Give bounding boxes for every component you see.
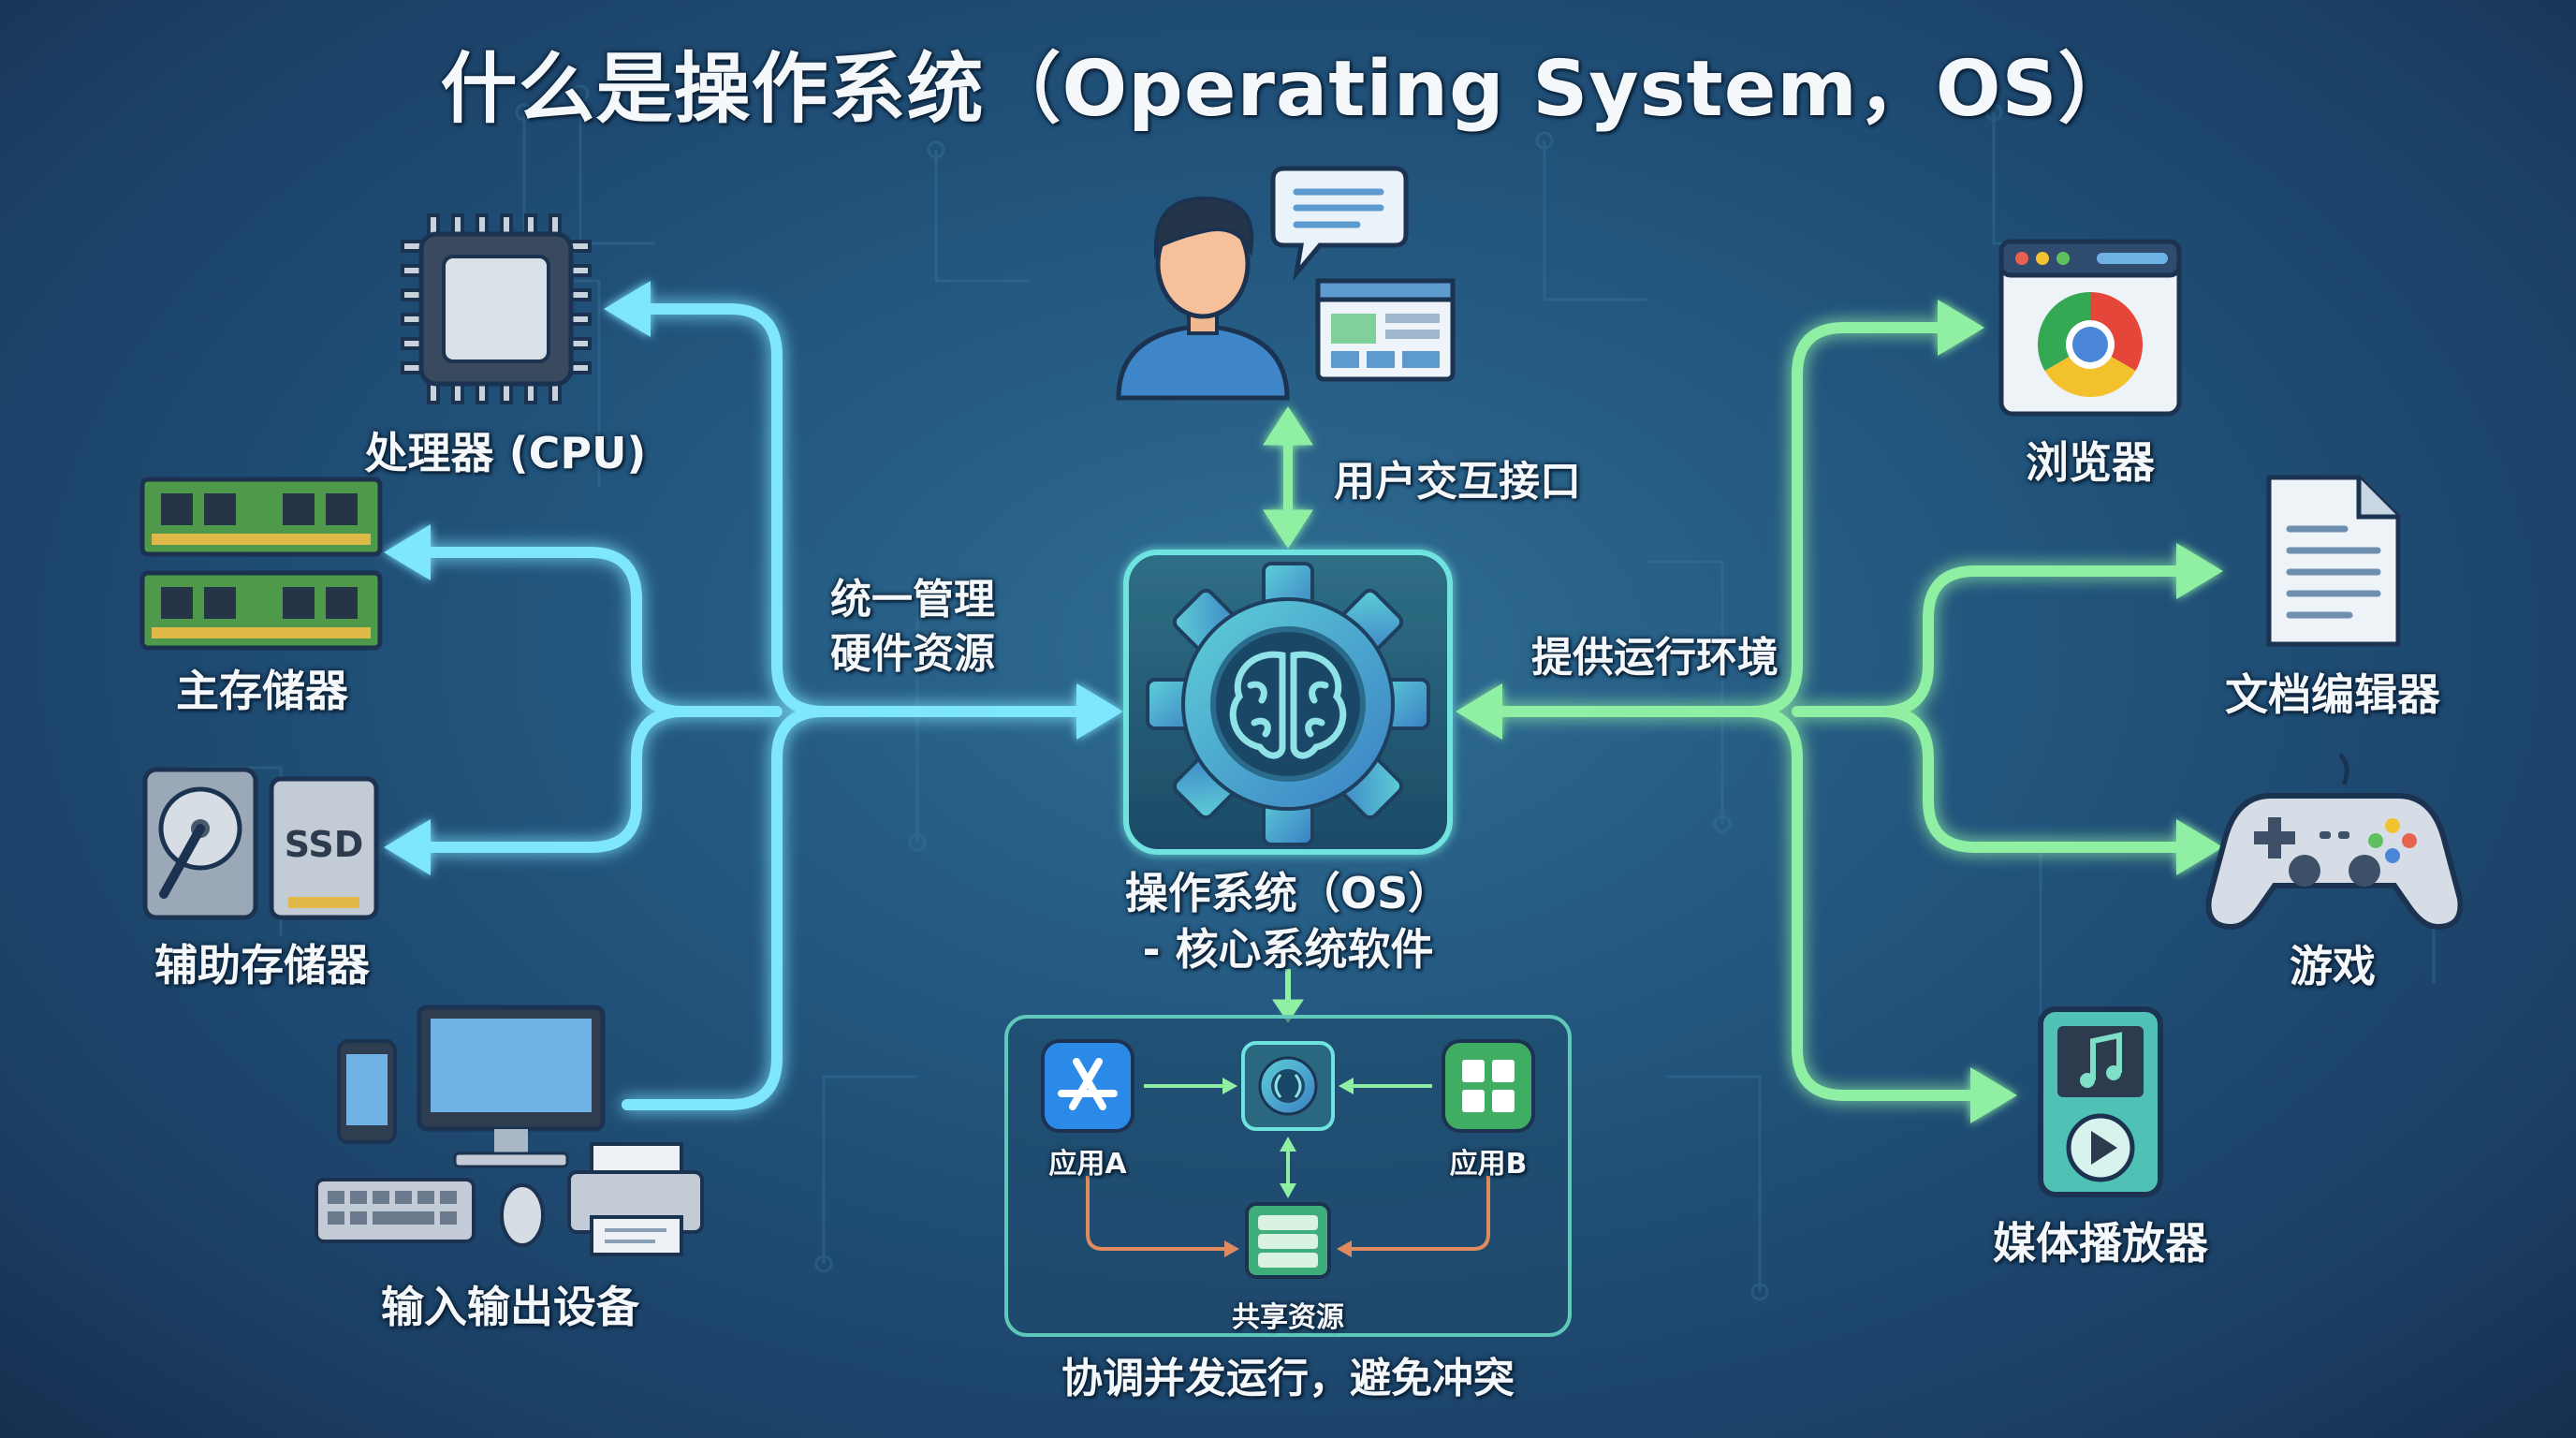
browser-icon — [1998, 239, 2182, 417]
arrowhead-to-storage — [384, 819, 431, 875]
arrowhead-to-media — [1970, 1067, 2017, 1123]
svg-text:SSD: SSD — [285, 824, 364, 865]
os-title-label: 操作系统（OS） — [1124, 868, 1452, 918]
software-arrowheads — [1456, 300, 2223, 1123]
document-editor-label: 文档编辑器 — [2225, 669, 2440, 720]
window-ui-icon — [1315, 278, 1456, 382]
document-icon — [2266, 475, 2401, 647]
media-player-icon — [2038, 1006, 2163, 1197]
arrowhead-to-document — [2176, 543, 2223, 599]
hdd-ssd-icon: SSD — [142, 767, 379, 920]
os-subtitle-label: - 核心系统软件 — [1142, 924, 1434, 975]
cpu-chip-icon — [401, 213, 592, 404]
browser-label: 浏览器 — [2026, 437, 2155, 488]
concurrency-caption: 协调并发运行，避免冲突 — [1061, 1355, 1515, 1402]
hardware-arrowheads — [384, 281, 1123, 875]
arrowhead-to-game — [2176, 819, 2223, 875]
mini-os-icon — [1241, 1041, 1335, 1131]
page-title: 什么是操作系统（Operating System，OS） — [440, 45, 2136, 134]
app-b-icon — [1442, 1039, 1535, 1133]
arrowhead-to-browser — [1938, 300, 1984, 356]
shared-resource-icon — [1245, 1202, 1331, 1279]
game-label: 游戏 — [2290, 941, 2376, 991]
os-core-box — [1123, 550, 1453, 855]
app-a-label: 应用A — [1048, 1148, 1127, 1181]
io-devices-label: 输入输出设备 — [381, 1282, 639, 1332]
app-b-label: 应用B — [1449, 1148, 1528, 1181]
gamepad-icon — [2205, 753, 2464, 931]
hardware-flow-lines — [420, 303, 1091, 1110]
manage-hardware-label-line1: 统一管理 — [830, 576, 995, 624]
arrowhead-to-os — [1076, 683, 1123, 740]
os-to-concurrency-arrow — [1272, 969, 1304, 1023]
arrowhead-to-os-right — [1456, 683, 1502, 740]
arrowhead-to-ram — [384, 524, 431, 580]
ram-module-icon — [139, 477, 383, 651]
user-interface-arrow — [1263, 406, 1313, 549]
main-memory-label: 主存储器 — [176, 666, 348, 716]
media-player-label: 媒体播放器 — [1993, 1218, 2208, 1269]
chat-bubble-icon — [1270, 166, 1409, 282]
user-interface-label: 用户交互接口 — [1334, 458, 1581, 506]
concurrency-arrows — [1086, 1078, 1490, 1257]
cpu-label: 处理器 (CPU) — [364, 428, 647, 478]
secondary-storage-label: 辅助存储器 — [154, 940, 370, 990]
runtime-environment-label: 提供运行环境 — [1531, 634, 1778, 682]
concurrency-panel — [1004, 1015, 1572, 1337]
software-flow-lines — [1492, 322, 2196, 1101]
computer-peripherals-icon — [315, 1005, 704, 1256]
manage-hardware-label-line2: 硬件资源 — [830, 630, 995, 678]
shared-resource-label: 共享资源 — [1232, 1301, 1344, 1334]
user-avatar-icon — [1116, 196, 1290, 401]
app-a-icon — [1041, 1039, 1134, 1133]
brain-gear-icon — [1146, 562, 1430, 846]
arrowhead-to-cpu — [604, 281, 651, 337]
